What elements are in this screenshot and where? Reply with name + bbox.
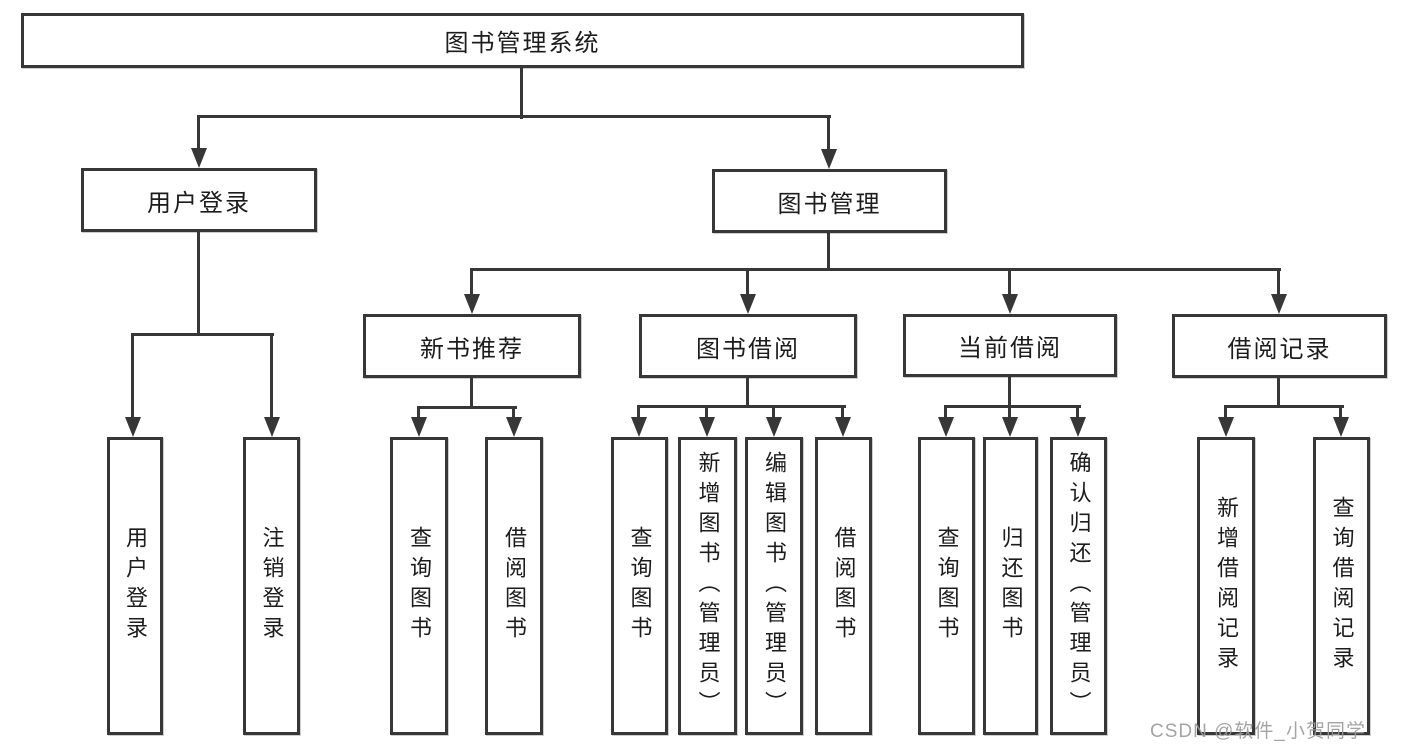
arrowhead-down-icon [1218,417,1234,437]
node-book-management-label: 图书管理 [777,190,882,218]
arrow-shaft [637,405,640,421]
leaf-add-borrow-record-label: 新增借阅记录 [1214,496,1239,676]
leaf-confirm-return-admin: 确认归还（管理员） [1050,437,1107,735]
connector-bookborrow-down [746,378,749,408]
leaf-query-borrow-record-label: 查询借阅记录 [1329,496,1355,676]
arrow-shaft [944,405,947,421]
arrowhead-down-icon [411,417,427,437]
connector-newbook-trunk [417,406,517,409]
node-new-book-recommend: 新书推荐 [363,314,581,378]
node-borrow-records-label: 借阅记录 [1227,335,1332,363]
arrow-shaft [417,406,420,421]
leaf-borrow-books-recommend-label: 借阅图书 [502,526,527,646]
node-book-borrowing: 图书借阅 [639,314,857,378]
arrow-shaft [841,405,844,421]
connector-currentborrow-trunk [944,405,1081,408]
leaf-add-books-admin-label: 新增图书（管理员） [695,451,721,721]
arrowhead-down-icon [1271,294,1287,314]
leaf-query-books-current-label: 查询图书 [934,526,960,646]
arrowhead-down-icon [264,417,280,437]
leaf-add-borrow-record: 新增借阅记录 [1197,437,1255,735]
arrowhead-down-icon [1070,417,1086,437]
leaf-borrow-books-recommend: 借阅图书 [485,437,543,735]
arrow-shaft [1008,268,1011,298]
connector-borrowrecord-trunk [1224,405,1344,408]
arrow-shaft [827,115,830,153]
node-book-borrowing-label: 图书借阅 [696,335,800,363]
leaf-query-books-borrowing-label: 查询图书 [627,526,653,646]
node-root: 图书管理系统 [21,13,1024,68]
leaf-logout-label: 注销登录 [259,526,285,646]
connector-level1-trunk [197,115,831,118]
arrowhead-down-icon [464,294,480,314]
arrowhead-down-icon [835,417,851,437]
connector-userlogin-down [197,232,200,336]
arrow-shaft [470,268,473,298]
arrowhead-down-icon [821,149,837,169]
arrowhead-down-icon [766,417,782,437]
arrowhead-down-icon [1002,417,1018,437]
leaf-add-books-admin: 新增图书（管理员） [678,437,737,735]
arrowhead-down-icon [631,417,647,437]
leaf-user-login: 用户登录 [107,437,163,735]
leaf-confirm-return-admin-label: 确认归还（管理员） [1066,451,1092,721]
arrow-shaft [270,333,273,421]
connector-borrowrecord-down [1277,378,1280,408]
arrow-shaft [131,333,134,421]
arrowhead-down-icon [740,294,756,314]
arrowhead-down-icon [125,417,141,437]
connector-newbook-down [470,378,473,409]
leaf-user-login-label: 用户登录 [123,526,148,646]
arrow-shaft [705,405,708,421]
arrow-shaft [197,115,200,152]
arrowhead-down-icon [191,148,207,168]
node-user-login: 用户登录 [81,168,317,232]
connector-level2-trunk [470,268,1281,271]
csdn-watermark: CSDN @软件_小贺同学 [1150,721,1366,742]
arrowhead-down-icon [1002,294,1018,314]
arrow-shaft [746,268,749,298]
arrow-shaft [1076,405,1079,421]
connector-userlogin-trunk [131,333,274,336]
connector-bookmgmt-down [827,233,830,271]
leaf-borrow-books-label: 借阅图书 [831,526,857,646]
arrow-shaft [512,406,515,421]
arrowhead-down-icon [699,417,715,437]
arrowhead-down-icon [938,417,954,437]
arrow-shaft [1277,268,1280,298]
connector-bookborrow-trunk [637,405,846,408]
leaf-query-books-current: 查询图书 [918,437,975,735]
node-book-management: 图书管理 [712,169,947,233]
arrow-shaft [1008,405,1011,421]
leaf-query-books-borrowing: 查询图书 [611,437,668,735]
leaf-edit-books-admin-label: 编辑图书（管理员） [762,451,787,721]
node-borrow-records: 借阅记录 [1172,314,1387,378]
leaf-borrow-books: 借阅图书 [815,437,872,735]
node-user-login-label: 用户登录 [147,189,251,217]
node-current-borrowing-label: 当前借阅 [958,335,1062,362]
node-current-borrowing: 当前借阅 [903,314,1117,377]
leaf-logout: 注销登录 [243,437,300,735]
node-root-label: 图书管理系统 [444,30,601,57]
arrow-shaft [1224,405,1227,421]
leaf-query-books-recommend: 查询图书 [390,437,448,735]
connector-root-down [520,68,523,119]
arrow-shaft [1339,405,1342,421]
connector-currentborrow-down [1008,377,1011,408]
arrow-shaft [772,405,775,421]
arrowhead-down-icon [1333,417,1349,437]
node-new-book-recommend-label: 新书推荐 [420,335,524,363]
leaf-return-books: 归还图书 [983,437,1038,735]
leaf-query-books-recommend-label: 查询图书 [407,526,432,646]
leaf-edit-books-admin: 编辑图书（管理员） [745,437,803,735]
arrowhead-down-icon [506,417,522,437]
leaf-return-books-label: 归还图书 [998,526,1024,646]
leaf-query-borrow-record: 查询借阅记录 [1313,437,1370,735]
